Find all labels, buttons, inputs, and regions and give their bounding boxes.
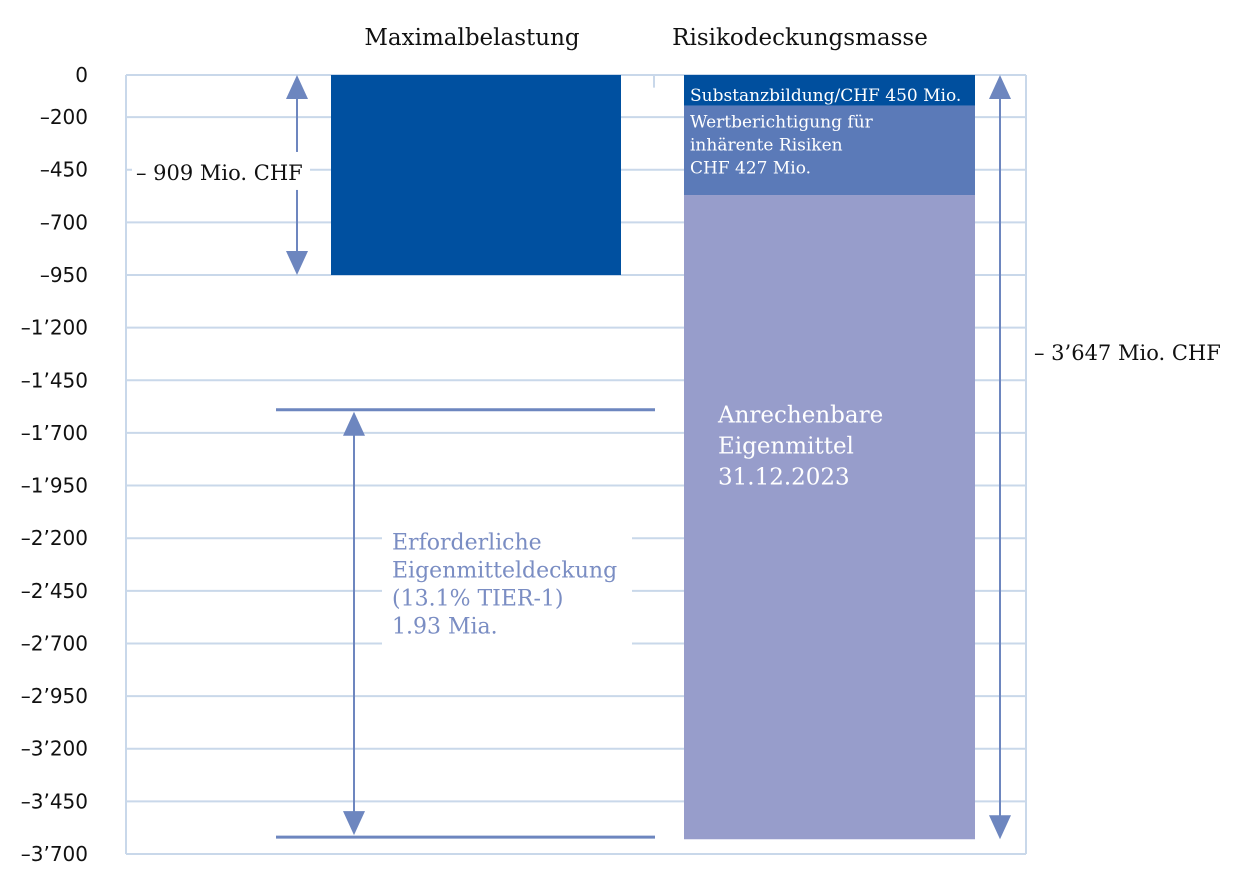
required-label-bg	[382, 523, 632, 652]
max-load-label-bg	[132, 151, 310, 190]
bars: Substanzbildung/CHF 450 Mio. Wertberichti…	[331, 75, 975, 840]
segment-label: Wertberichtigung für	[690, 113, 874, 133]
max-load-label: – 909 Mio. CHF	[136, 161, 303, 185]
bar-segment	[684, 105, 975, 196]
y-tick-label: –2’450	[21, 579, 88, 603]
required-label: Eigenmitteldeckung	[392, 558, 617, 583]
category-label: Risikodeckungsmasse	[672, 25, 928, 51]
category-label: Maximalbelastung	[364, 25, 580, 51]
y-tick-label: –1’450	[21, 368, 88, 392]
y-tick-label: –1’200	[21, 316, 88, 340]
y-tick-label: –700	[40, 210, 88, 234]
arrow-head-up	[286, 75, 308, 99]
y-tick-label: –2’200	[21, 526, 88, 550]
required-label: 1.93 Mia.	[392, 614, 498, 639]
y-tick-label: –200	[40, 105, 88, 129]
coverage-arrow	[989, 75, 1011, 840]
y-tick-label: –1’950	[21, 474, 88, 498]
segment-label: Eigenmittel	[718, 433, 854, 459]
required-label: Erforderliche	[392, 530, 542, 555]
y-tick-label: 0	[75, 63, 88, 87]
y-tick-label: –2’950	[21, 684, 88, 708]
arrow-head-down	[343, 811, 365, 836]
required-arrow	[343, 411, 365, 836]
y-tick-label: –2’700	[21, 631, 88, 655]
segment-label: Substanzbildung/CHF 450 Mio.	[690, 86, 961, 106]
y-axis: 0 –200 –450 –700 –950 –1’200 –1’450 –1’700 –1’95…	[21, 25, 928, 866]
y-tick-label: –3’200	[21, 737, 88, 761]
required-label: (13.1% TIER-1)	[392, 586, 563, 611]
y-tick-label: –3’450	[21, 789, 88, 813]
y-tick-label: –3’700	[21, 842, 88, 866]
arrow-head-up	[989, 75, 1011, 99]
arrow-head-down	[286, 251, 308, 276]
arrow-head-down	[989, 815, 1011, 840]
bar-segment	[331, 75, 621, 276]
y-tick-label: –950	[40, 263, 88, 287]
bar-segment	[684, 195, 975, 840]
annotations: – 909 Mio. CHF – 3’647 Mio. CHF Erforderli…	[132, 75, 1237, 840]
segment-label: inhärente Risiken	[690, 136, 843, 156]
y-tick-label: –450	[40, 158, 88, 182]
y-tick-label: –1’700	[21, 421, 88, 445]
segment-label: CHF 427 Mio.	[690, 159, 811, 179]
segment-label: 31.12.2023	[718, 464, 850, 490]
bar-segment	[684, 75, 975, 106]
coverage-label: – 3’647 Mio. CHF	[1034, 341, 1221, 365]
segment-label: Anrechenbare	[717, 402, 883, 428]
coverage-label-bg	[1032, 330, 1237, 369]
arrow-head-up	[343, 411, 365, 436]
